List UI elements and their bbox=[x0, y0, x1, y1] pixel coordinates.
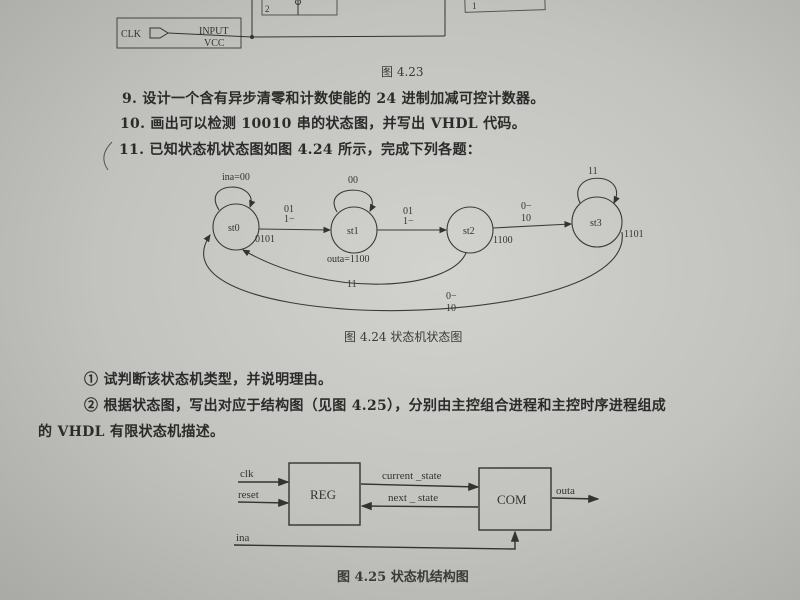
edge-label: 11 bbox=[347, 279, 357, 290]
subquestion-1: ① 试判断该状态机类型，并说明理由。 bbox=[84, 372, 333, 388]
reg-block bbox=[288, 462, 361, 526]
ina-signal-label: ina bbox=[236, 532, 250, 544]
outa-signal-label: outa bbox=[556, 485, 575, 497]
output-label: 1101 bbox=[624, 229, 644, 240]
clk-input-box bbox=[116, 17, 242, 49]
box-number: 1 bbox=[472, 1, 477, 11]
question-11: 11. 已知状态机状态图如图 4.24 所示，完成下列各题： bbox=[119, 142, 482, 158]
loop-label: ina=00 bbox=[222, 172, 250, 183]
edge-label: 01 bbox=[403, 206, 413, 217]
loop-label: 11 bbox=[588, 166, 598, 177]
edge-label: 0− bbox=[446, 291, 457, 302]
output-label: 0101 bbox=[255, 234, 275, 245]
state-st0 bbox=[212, 203, 260, 251]
edge-label: 1− bbox=[403, 216, 414, 227]
edge-st0-st1 bbox=[258, 226, 332, 234]
subquestion-2: ② 根据状态图，写出对应于结构图（见图 4.25），分别由主控组合进程和主控时序… bbox=[84, 398, 667, 414]
input-label: INPUT bbox=[199, 26, 228, 37]
edge-label: 1− bbox=[284, 214, 295, 225]
edge-label: 01 bbox=[284, 204, 294, 215]
question-10: 10. 画出可以检测 10010 串的状态图，并写出 VHDL 代码。 bbox=[120, 116, 527, 132]
com-block bbox=[478, 467, 552, 531]
state-label: st0 bbox=[228, 223, 240, 234]
self-loop-st0 bbox=[214, 186, 256, 211]
self-loop-st1 bbox=[333, 189, 377, 213]
figure-caption-4-24: 图 4.24 状态机状态图 bbox=[344, 330, 463, 344]
current-state-label: current _state bbox=[382, 470, 442, 482]
loop-label: 00 bbox=[348, 175, 358, 186]
figure-caption-4-25: 图 4.25 状态机结构图 bbox=[337, 570, 469, 585]
state-label: st3 bbox=[590, 218, 602, 229]
figure-caption-4-23: 图 4.23 bbox=[381, 65, 424, 79]
reset-signal-label: reset bbox=[238, 489, 259, 501]
state-label: st2 bbox=[463, 226, 475, 237]
component-box-1 bbox=[464, 0, 546, 13]
edge-st3-st0 bbox=[203, 231, 623, 312]
com-label: COM bbox=[497, 492, 527, 507]
self-loop-st3 bbox=[577, 177, 620, 204]
edge-label: 10 bbox=[521, 213, 531, 224]
next-state-label: next _ state bbox=[388, 492, 438, 504]
reg-label: REG bbox=[310, 487, 336, 502]
clk-label: CLK bbox=[121, 29, 142, 40]
output-label: outa=1100 bbox=[327, 254, 370, 265]
subquestion-2-cont: 的 VHDL 有限状态机描述。 bbox=[38, 424, 225, 440]
component-box-2 bbox=[261, 0, 338, 16]
question-9: 9. 设计一个含有异步清零和计数使能的 24 进制加减可控计数器。 bbox=[122, 91, 545, 107]
edge-st2-st3 bbox=[492, 221, 573, 229]
input-pin-icon bbox=[149, 27, 169, 39]
output-label: 1100 bbox=[493, 235, 513, 246]
clk-signal-label: clk bbox=[240, 468, 254, 480]
edge-label: 10 bbox=[446, 303, 456, 314]
state-label: st1 bbox=[347, 226, 359, 237]
vcc-label: VCC bbox=[204, 38, 225, 49]
box-number: 2 bbox=[265, 4, 270, 14]
edge-label: 0− bbox=[521, 201, 532, 212]
edge-st2-st0 bbox=[242, 249, 467, 285]
